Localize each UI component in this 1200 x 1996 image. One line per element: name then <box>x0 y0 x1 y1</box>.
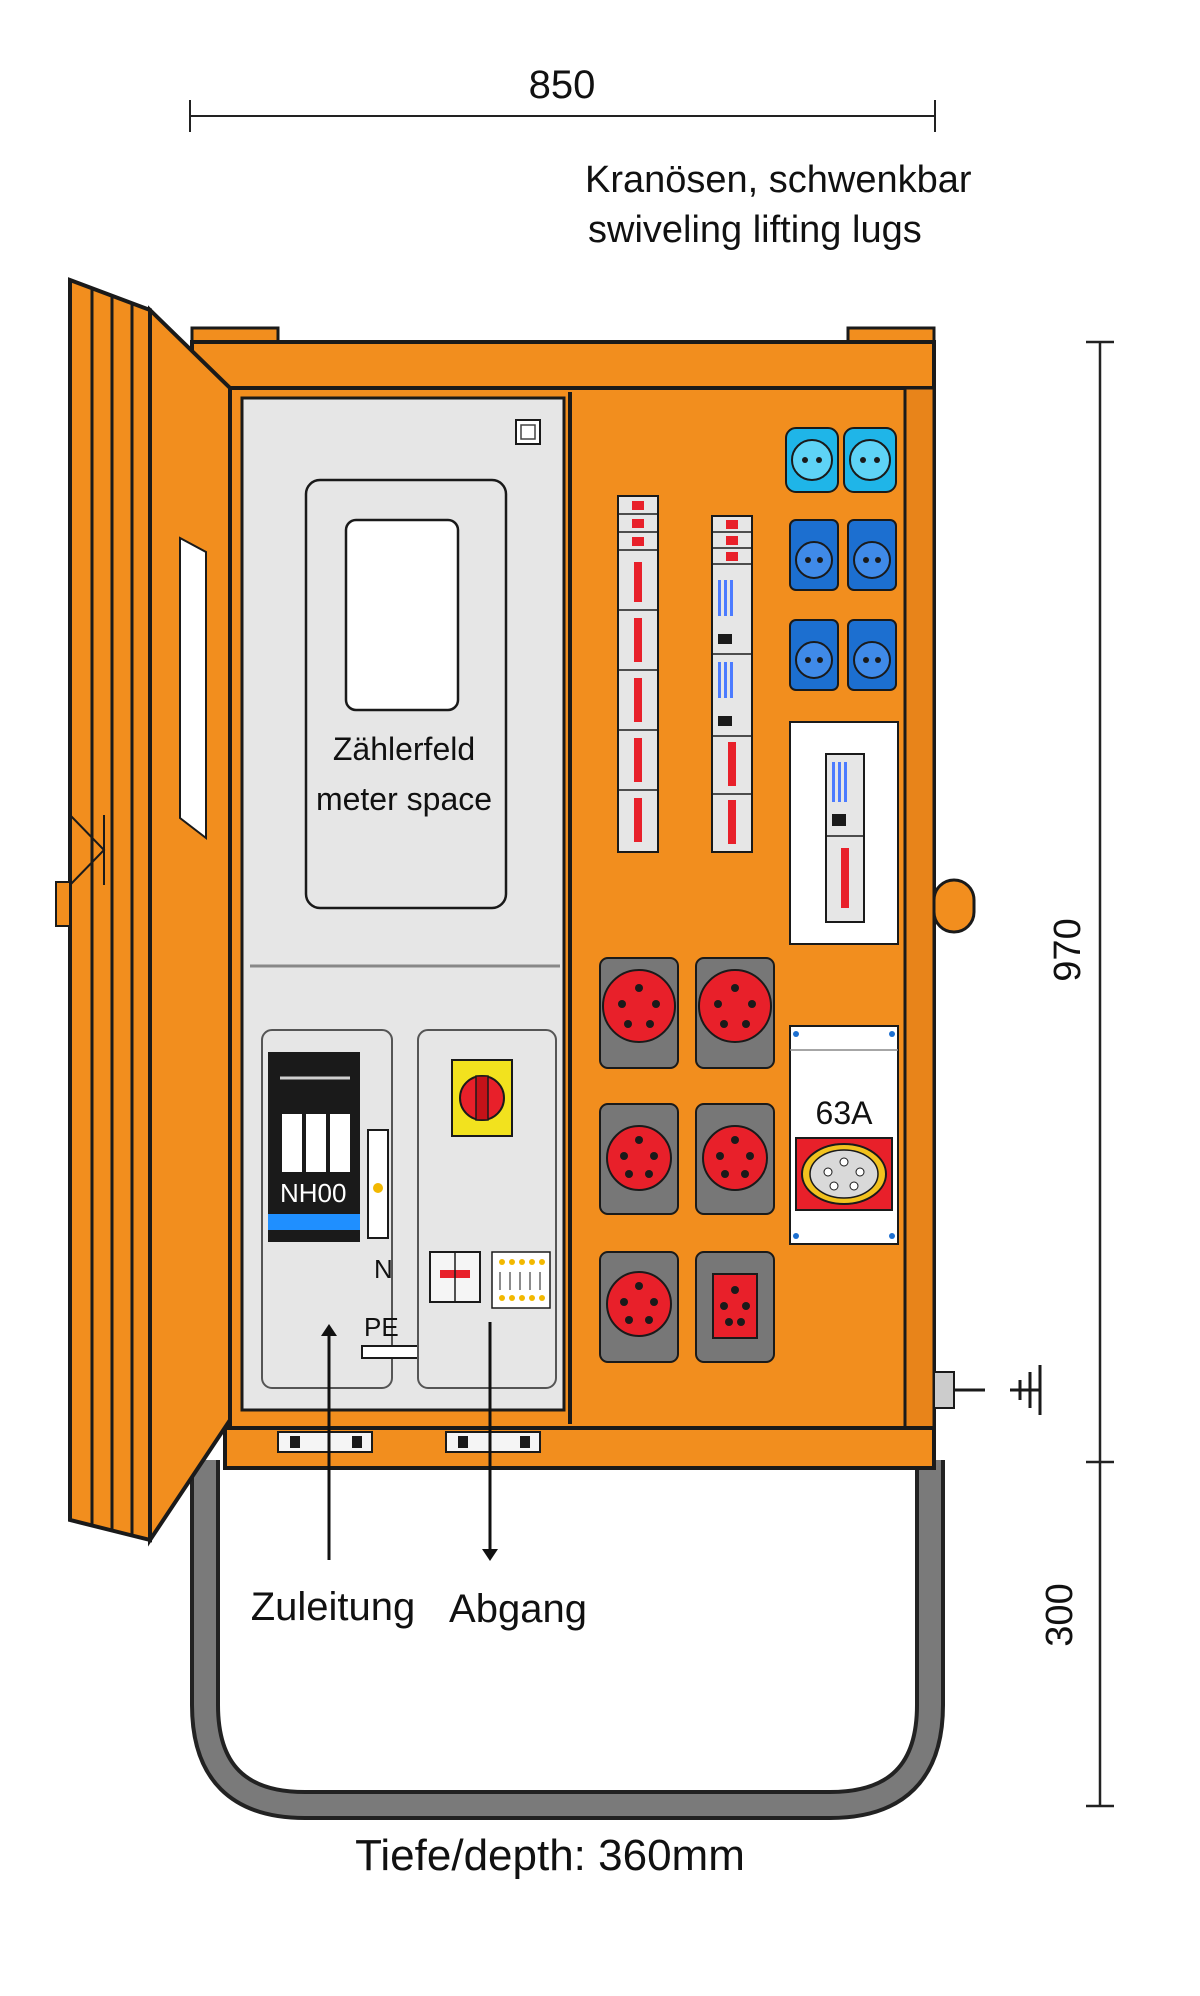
side-handle <box>932 878 976 934</box>
socket-cyan-2 <box>843 427 897 493</box>
socket-rating-label: 63A <box>816 1095 874 1131</box>
height-frame-label: 300 <box>1039 1583 1081 1646</box>
neutral-label: N <box>374 1254 393 1284</box>
meter-window <box>344 518 460 712</box>
socket-blue-2 <box>847 519 897 591</box>
cee-socket-3 <box>599 1103 679 1215</box>
lifting-lugs-label-de: Kranösen, schwenkbar <box>585 159 972 201</box>
width-dimension: 850 <box>189 63 936 132</box>
rcd-enclosure <box>789 721 899 945</box>
cee-socket-2 <box>695 957 775 1069</box>
pe-label: PE <box>364 1312 399 1342</box>
meter-label-en: meter space <box>316 781 492 817</box>
socket-blue-3 <box>789 619 839 691</box>
ground-symbol-icon <box>1010 1365 1042 1415</box>
width-label: 850 <box>529 63 596 107</box>
height-cabinet-label: 970 <box>1047 918 1089 981</box>
cee-socket-1 <box>599 957 679 1069</box>
socket-cyan-1 <box>785 427 839 493</box>
breaker-column-1 <box>617 495 659 853</box>
main-switch-icon <box>451 1059 513 1137</box>
open-door <box>55 277 232 1547</box>
breaker-column-2 <box>711 515 753 853</box>
meter-label-de: Zählerfeld <box>333 731 475 767</box>
socket-blue-4 <box>847 619 897 691</box>
height-dimension: 970 300 <box>1039 340 1114 1808</box>
cee-socket-6 <box>695 1251 775 1363</box>
feed-in-label: Zuleitung <box>251 1585 416 1629</box>
outgoing-label: Abgang <box>449 1587 587 1631</box>
fuse-label: NH00 <box>280 1178 346 1208</box>
panel-lock <box>515 419 541 445</box>
socket-63a: 63A <box>789 1025 899 1245</box>
bottom-latches <box>277 1431 541 1453</box>
cee-socket-4 <box>695 1103 775 1215</box>
socket-blue-1 <box>789 519 839 591</box>
door-document-pocket <box>179 536 207 841</box>
meter-panel: Zählerfeld meter space NH00 N PE <box>240 396 566 1412</box>
cee-socket-5 <box>599 1251 679 1363</box>
lifting-lugs-label-en: swiveling lifting lugs <box>588 209 922 251</box>
ground-bolt <box>933 1371 955 1409</box>
depth-label: Tiefe/depth: 360mm <box>355 1831 745 1880</box>
door-handle <box>55 881 71 927</box>
stand-frame <box>190 1460 945 1820</box>
